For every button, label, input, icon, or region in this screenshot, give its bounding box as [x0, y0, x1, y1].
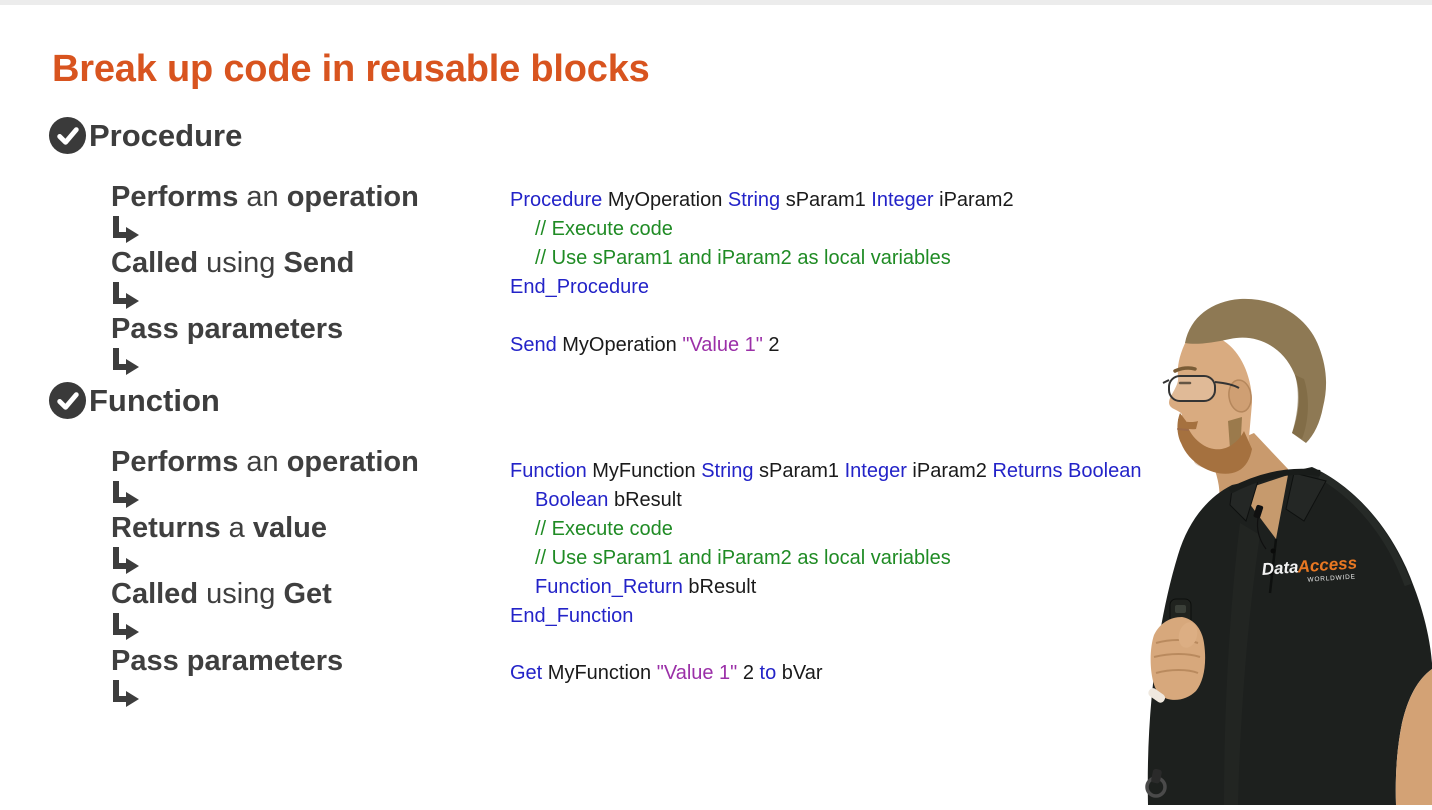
bullet-procedure-pass: Pass parameters	[78, 312, 344, 375]
lapel-mic	[1253, 504, 1264, 519]
presenter-illustration: Data Access WORLDWIDE	[1145, 298, 1432, 805]
branch-arrow-icon	[78, 246, 140, 309]
beard	[1177, 413, 1252, 474]
code-line: Get MyFunction "Value 1" 2 to bVar	[510, 662, 823, 684]
code-line: End_Procedure	[510, 276, 649, 298]
bullet-text: Performs an operation	[111, 181, 419, 213]
function-code-block: Function MyFunction String sParam1 Integ…	[510, 457, 1141, 631]
glasses-icon	[1162, 375, 1240, 402]
procedure-code-block: Procedure MyOperation String sParam1 Int…	[510, 186, 1014, 302]
check-icon	[48, 116, 87, 155]
bullet-procedure-performs: Performs an operation	[78, 180, 419, 243]
shirt-logo: Data Access WORLDWIDE	[1261, 553, 1358, 583]
code-line: Procedure MyOperation String sParam1 Int…	[510, 189, 1014, 211]
branch-arrow-icon	[78, 445, 140, 508]
branch-arrow-icon	[78, 312, 140, 375]
bullet-text: Pass parameters	[111, 645, 344, 677]
code-line: End_Function	[510, 605, 634, 627]
slide-title: Break up code in reusable blocks	[52, 48, 650, 90]
polo-shirt	[1147, 467, 1432, 805]
code-line: // Use sParam1 and iParam2 as local vari…	[535, 247, 951, 269]
hair	[1185, 298, 1327, 443]
branch-arrow-icon	[78, 511, 140, 574]
bullet-procedure-called: Called using Send	[78, 246, 355, 309]
shirt-logo-brand-secondary: Access	[1296, 553, 1358, 576]
bullet-text: Called using Get	[111, 578, 332, 610]
branch-arrow-icon	[78, 644, 140, 707]
collar	[1285, 472, 1327, 522]
bullet-function-performs: Performs an operation	[78, 445, 419, 508]
function-call-line: Get MyFunction "Value 1" 2 to bVar	[510, 659, 823, 688]
presenter-photo: Data Access WORLDWIDE	[1090, 283, 1432, 805]
bullet-text: Pass parameters	[111, 313, 344, 345]
code-line: Function MyFunction String sParam1 Integ…	[510, 460, 1142, 482]
code-line: // Execute code	[535, 218, 673, 240]
ear	[1228, 379, 1252, 413]
arm	[1395, 669, 1432, 805]
check-icon	[48, 381, 87, 420]
bullet-function-pass: Pass parameters	[78, 644, 344, 707]
bullet-text: Returns a value	[111, 512, 327, 544]
procedure-heading: Procedure	[48, 116, 242, 155]
procedure-heading-label: Procedure	[89, 117, 243, 153]
bullet-function-returns: Returns a value	[78, 511, 327, 574]
bullet-text: Called using Send	[111, 247, 355, 279]
code-line: // Use sParam1 and iParam2 as local vari…	[535, 547, 951, 569]
top-border	[0, 0, 1432, 5]
branch-arrow-icon	[78, 577, 140, 640]
code-line: Boolean bResult	[535, 489, 682, 511]
function-heading-label: Function	[89, 382, 220, 418]
code-line: Function_Return bResult	[535, 576, 757, 598]
belt-clip	[1145, 768, 1167, 798]
branch-arrow-icon	[78, 180, 140, 243]
code-line: Send MyOperation "Value 1" 2	[510, 334, 780, 356]
code-line: // Execute code	[535, 518, 673, 540]
function-heading: Function	[48, 381, 220, 420]
bullet-text: Performs an operation	[111, 446, 419, 478]
procedure-call-line: Send MyOperation "Value 1" 2	[510, 331, 780, 360]
bullet-function-called: Called using Get	[78, 577, 332, 640]
shirt-logo-subtitle: WORLDWIDE	[1307, 573, 1356, 583]
shirt-logo-brand-primary: Data	[1261, 557, 1299, 579]
